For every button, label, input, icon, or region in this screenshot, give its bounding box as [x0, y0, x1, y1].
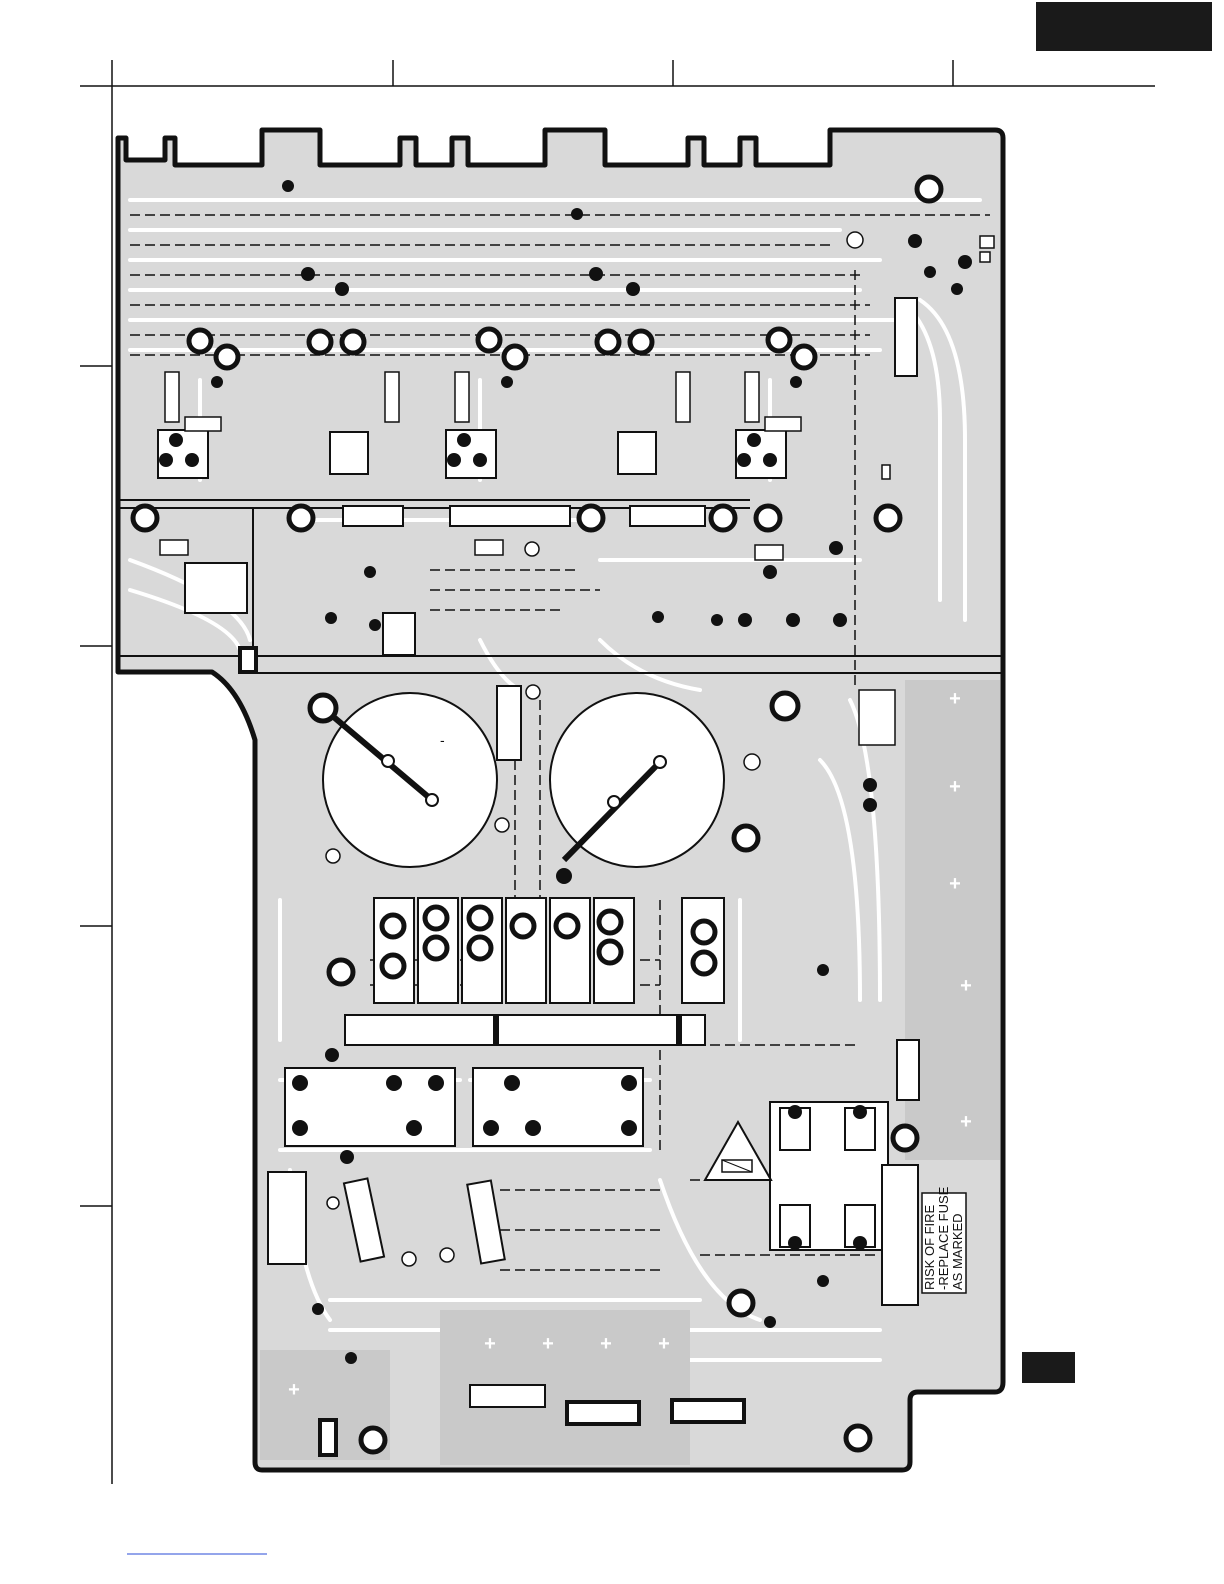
relay: [285, 1068, 455, 1146]
fuse-warning-line-1: RISK OF FIRE: [922, 1204, 937, 1290]
plus-mark: +: [484, 1333, 496, 1355]
fuse-holder: [770, 1102, 888, 1250]
plus-mark: +: [949, 688, 961, 710]
corner-tab: [1036, 2, 1212, 51]
plus-mark: +: [949, 776, 961, 798]
side-tab: [1022, 1352, 1075, 1383]
relay: [473, 1068, 643, 1146]
plus-mark: +: [288, 1379, 300, 1401]
plus-mark: +: [960, 1111, 972, 1133]
plus-mark: +: [949, 873, 961, 895]
polarity-minus: -: [440, 732, 445, 748]
plus-mark: +: [600, 1333, 612, 1355]
fuse-warning-line-3: AS MARKED: [950, 1213, 965, 1290]
plus-mark: +: [960, 975, 972, 997]
plus-mark: +: [658, 1333, 670, 1355]
fuse-warning-line-2: -REPLACE FUSE: [936, 1186, 951, 1290]
fuse-warning-frame: [882, 1165, 918, 1305]
plus-mark: +: [542, 1333, 554, 1355]
